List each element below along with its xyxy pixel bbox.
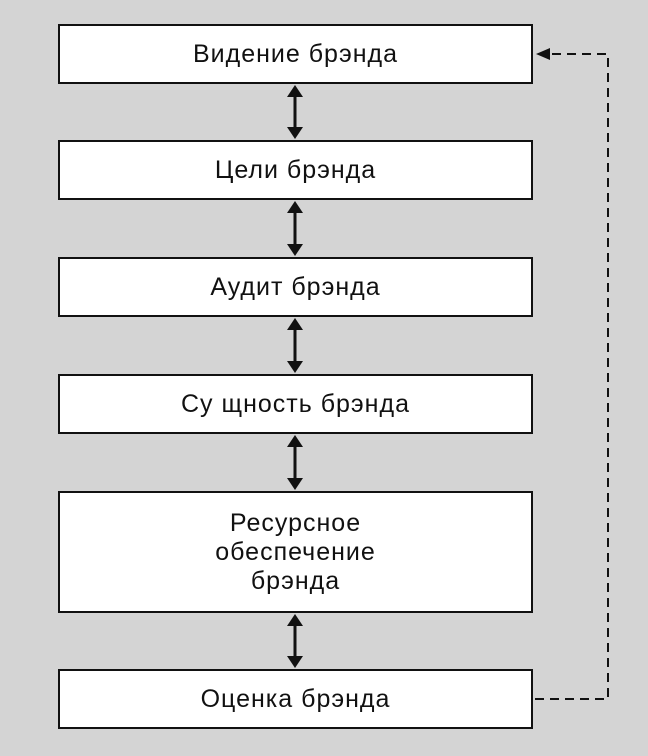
box-brand-goals-label: Цели брэнда: [214, 155, 377, 184]
box-brand-audit: Аудит брэнда: [58, 257, 533, 317]
double-arrow-2-3: [287, 201, 303, 256]
box-brand-essence: Су щность брэнда: [58, 374, 533, 434]
box-brand-goals: Цели брэнда: [58, 140, 533, 200]
box-brand-vision-label: Видение брэнда: [192, 39, 399, 68]
box-brand-audit-label: Аудит брэнда: [210, 272, 381, 301]
box-brand-evaluation: Оценка брэнда: [58, 669, 533, 729]
box-brand-evaluation-label: Оценка брэнда: [200, 684, 391, 713]
box-brand-resources: Ресурсное обеспечение брэнда: [58, 491, 533, 613]
box-brand-essence-label: Су щность брэнда: [181, 389, 410, 418]
double-arrow-3-4: [287, 318, 303, 373]
double-arrow-4-5: [287, 435, 303, 490]
double-arrow-5-6: [287, 614, 303, 668]
box-brand-resources-label: Ресурсное обеспечение брэнда: [215, 508, 376, 595]
box-brand-vision: Видение брэнда: [58, 24, 533, 84]
feedback-loop-arrow: [535, 48, 609, 700]
double-arrow-1-2: [287, 85, 303, 139]
